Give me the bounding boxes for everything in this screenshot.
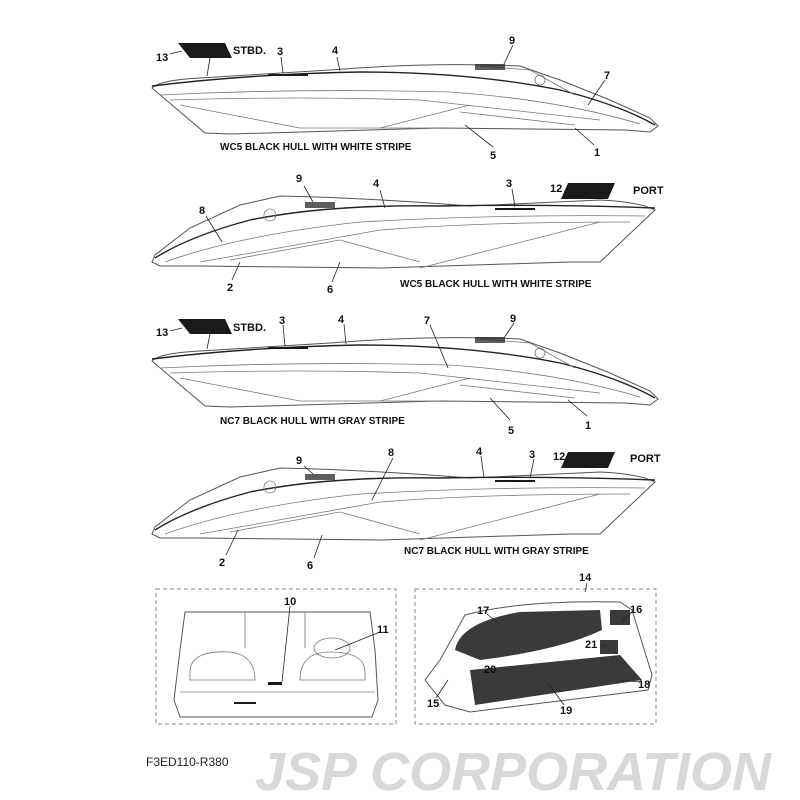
view-caption: WC5 BLACK HULL WITH WHITE STRIPE	[220, 142, 412, 153]
callout-12: 12	[550, 183, 562, 195]
view-1-starboard-wc5: 13 STBD. 3 4 9 7 5 1 WC5 BLACK HULL WITH…	[151, 35, 659, 162]
callout-4: 4	[476, 446, 483, 458]
callout-19: 19	[560, 705, 572, 717]
callout-8: 8	[388, 447, 394, 459]
side-label: STBD.	[233, 45, 266, 57]
port-decal-12	[561, 183, 615, 199]
stbd-decal-13	[178, 43, 232, 58]
callout-3: 3	[277, 46, 283, 58]
callout-9: 9	[296, 173, 302, 185]
view-4-port-nc7: 9 8 4 3 12 PORT 2 6 NC7 BLACK HULL WITH …	[151, 446, 661, 572]
callout-9: 9	[296, 455, 302, 467]
side-label: STBD.	[233, 322, 266, 334]
callout-14: 14	[579, 572, 592, 584]
callout-16: 16	[630, 604, 642, 616]
callout-11: 11	[377, 624, 389, 636]
callout-21: 21	[585, 639, 597, 651]
callout-2: 2	[219, 557, 225, 569]
view-3-starboard-nc7: 13 STBD. 3 4 7 9 5 1 NC7 BLACK HULL WITH…	[151, 313, 659, 437]
callout-6: 6	[327, 284, 333, 296]
callout-12: 12	[553, 451, 565, 463]
view-caption: WC5 BLACK HULL WITH WHITE STRIPE	[400, 279, 592, 290]
callout-6: 6	[307, 560, 313, 572]
callout-3: 3	[506, 178, 512, 190]
callout-1: 1	[585, 420, 591, 432]
callout-7: 7	[424, 315, 430, 327]
callout-4: 4	[332, 45, 339, 57]
callout-15: 15	[427, 698, 439, 710]
deck-mat-panel: 14 17 16 21 20 15 19 18	[414, 572, 657, 725]
callout-1: 1	[594, 147, 600, 159]
side-label: PORT	[630, 453, 661, 465]
callout-5: 5	[490, 150, 496, 162]
stbd-decal-13	[178, 319, 232, 334]
callout-17: 17	[477, 605, 489, 617]
port-decal-12	[561, 452, 615, 468]
view-2-port-wc5: 9 4 3 12 PORT 8 2 6 WC5 BLACK HULL WITH …	[151, 173, 664, 296]
callout-3: 3	[279, 315, 285, 327]
callout-9: 9	[509, 35, 515, 47]
callout-7: 7	[604, 70, 610, 82]
view-caption: NC7 BLACK HULL WITH GRAY STRIPE	[404, 546, 589, 557]
callout-10: 10	[284, 596, 296, 608]
callout-18: 18	[638, 679, 650, 691]
callout-4: 4	[338, 314, 345, 326]
callout-13: 13	[156, 327, 168, 339]
side-label: PORT	[633, 185, 664, 197]
callout-3: 3	[529, 449, 535, 461]
callout-4: 4	[373, 178, 380, 190]
callout-2: 2	[227, 282, 233, 294]
watermark-text: JSP CORPORATION	[255, 742, 772, 800]
rear-view-panel: 10 11	[155, 588, 397, 725]
callout-9: 9	[510, 313, 516, 325]
callout-5: 5	[508, 425, 514, 437]
callout-20: 20	[484, 664, 496, 676]
diagram-code: F3ED110-R380	[146, 755, 229, 769]
view-caption: NC7 BLACK HULL WITH GRAY STRIPE	[220, 416, 405, 427]
callout-13: 13	[156, 52, 168, 64]
callout-8: 8	[199, 205, 205, 217]
